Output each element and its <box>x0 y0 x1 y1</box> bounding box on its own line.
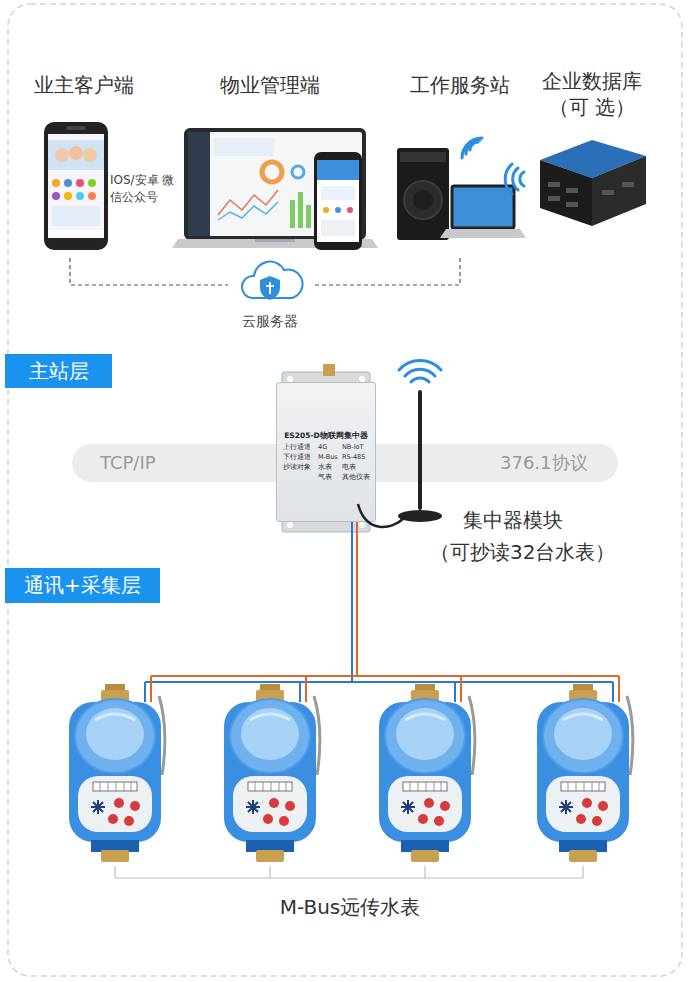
callout-text: 集中器模块 <box>463 507 563 533</box>
layer-band: 主站层 <box>5 354 112 388</box>
node-text: 企业数据库 （可 选） <box>534 68 650 120</box>
node-text: 工作服务站 <box>385 72 535 98</box>
device-label: 电表 <box>342 464 356 471</box>
water-meter <box>69 684 165 862</box>
terminal-group: 工作服务站 <box>385 68 535 258</box>
terminal-group: 企业数据库 （可 选） <box>534 64 650 234</box>
connector <box>70 258 228 285</box>
phone-icon <box>314 152 362 250</box>
database-icon <box>505 140 646 226</box>
node-text: 业主客户端 <box>28 72 140 98</box>
device-label: NB-IoT <box>342 444 364 451</box>
terminal-group: 物业管理端 <box>180 68 375 258</box>
device-label: M-Bus <box>318 454 338 461</box>
meter-group: M-Bus远传水表 <box>60 668 640 926</box>
cloud-icon <box>242 262 303 300</box>
phone-icon <box>44 122 108 250</box>
node-text: M-Bus远传水表 <box>60 894 640 920</box>
connector <box>312 258 460 285</box>
cloud-node: 云服务器 <box>228 258 312 338</box>
device-label: 水表 <box>318 464 332 471</box>
device-label: 4G <box>318 444 327 451</box>
node-text: 通讯+采集层 <box>5 568 160 603</box>
node-text: ES205-D物联网集中器 <box>280 431 372 440</box>
device-label: 气表 <box>318 474 332 481</box>
node-text: TCP/IP <box>100 444 210 482</box>
terminal-group: 业主客户端 IOS/安卓 微信公众号 <box>28 68 180 258</box>
node-text: 物业管理端 <box>180 72 360 98</box>
device-label: RS-485 <box>342 454 365 461</box>
node-text: 376.1协议 <box>500 444 610 482</box>
layer-band: 通讯+采集层 <box>5 568 160 603</box>
server-icon <box>397 138 526 240</box>
device-label: 上行通道 <box>283 444 311 451</box>
node-text: 主站层 <box>5 354 112 388</box>
device-label: 其他仪表 <box>342 474 370 481</box>
bracket <box>115 866 583 878</box>
device-label: 抄读对象 <box>283 464 311 471</box>
water-meter <box>537 684 633 862</box>
node-text: 云服务器 <box>228 312 312 330</box>
water-meter <box>379 684 475 862</box>
callout-text: （可抄读32台水表） <box>430 539 615 565</box>
concentrator-device: ES205-D物联网集中器 <box>276 382 376 522</box>
bus-wires <box>145 668 619 702</box>
node-text: IOS/安卓 微信公众号 <box>110 172 178 206</box>
connector <box>352 522 357 668</box>
page-frame <box>8 4 682 976</box>
device-label: 下行通道 <box>283 454 311 461</box>
laptop-icon <box>172 130 378 248</box>
water-meter <box>224 684 320 862</box>
